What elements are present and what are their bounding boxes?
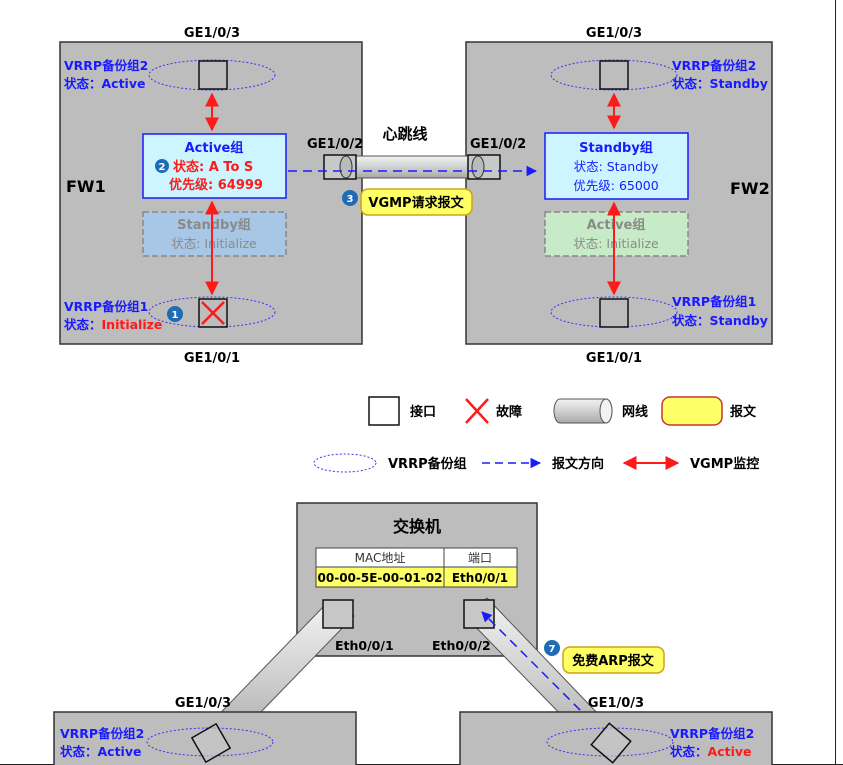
legend-direction-label: 报文方向	[552, 456, 604, 472]
bottom-right-vrrp-state-value: Active	[708, 744, 752, 759]
switch-title: 交换机	[393, 517, 441, 536]
legend-vrrp-label: VRRP备份组	[388, 456, 467, 472]
legend-message-label: 报文	[730, 404, 757, 420]
fw2-vrrp2-label: VRRP备份组2	[672, 58, 756, 73]
fw2-ge101-interface	[599, 298, 629, 328]
legend-cable-label: 网线	[622, 404, 648, 420]
fw1-active-group-priority: 优先级: 64999	[169, 177, 263, 193]
fw2-vrrp1-state: 状态：Standby	[672, 313, 768, 328]
legend-vrrp-icon	[313, 453, 377, 473]
fw2-vrrp1-ellipse	[550, 296, 678, 328]
fw1-standby-group-title: Standby组	[177, 217, 251, 233]
bottom-right-ge103-interface	[590, 722, 632, 764]
fw1-ge103-interface	[198, 60, 228, 90]
fw1-standby-group-state: 状态: Initialize	[171, 236, 257, 251]
legend-message-icon	[661, 396, 723, 426]
fw2-ge103-interface	[599, 60, 629, 90]
heartbeat-cable	[342, 155, 479, 179]
fw1-vrrp1-state: 状态：Initialize	[64, 317, 162, 332]
legend-fault-icon	[465, 398, 489, 424]
step-3-badge	[342, 190, 358, 206]
fw2-vrrp1-label: VRRP备份组1	[672, 294, 756, 309]
fw1-vrrp2-state: 状态：Active	[64, 76, 145, 91]
fw1-port-top: GE1/0/3	[184, 26, 240, 41]
fw2-vrrp2-state: 状态：Standby	[672, 76, 768, 91]
vgmp-request-label: VGMP请求报文	[368, 195, 464, 211]
fw1-vrrp1-state-prefix: 状态：	[64, 317, 102, 332]
fw2-standby-group-box	[544, 132, 689, 200]
legend-cable-end	[599, 398, 613, 424]
step-1-number: 1	[172, 310, 179, 321]
fw2-active-group-title: Active组	[587, 217, 646, 233]
fw2-port-top: GE1/0/3	[586, 26, 642, 41]
bottom-right-vrrp-state-prefix: 状态：	[670, 744, 708, 759]
fw2-standby-group-state: 状态: Standby	[574, 159, 659, 174]
bottom-left-ge103-interface	[190, 722, 232, 764]
mac-table-mac-value: 00-00-5E-00-01-02	[318, 571, 443, 585]
fw1-vrrp1-ellipse	[148, 296, 276, 328]
fw1-port-bottom: GE1/0/1	[184, 351, 240, 366]
legend-vgmp-label: VGMP监控	[690, 456, 759, 472]
mac-table-port-value: Eth0/0/1	[452, 571, 508, 585]
fw2-vrrp2-ellipse	[550, 59, 678, 91]
mac-table-col-port: 端口	[468, 551, 492, 565]
fw2-standby-group-priority: 优先级: 65000	[573, 178, 658, 193]
arp-message-label: 免费ARP报文	[572, 653, 655, 669]
bottom-left-vrrp-state: 状态：Active	[60, 744, 141, 759]
fw1-active-group-title: Active组	[185, 140, 244, 156]
switch-eth002-interface	[463, 599, 495, 629]
step-3-number: 3	[347, 194, 354, 205]
fw2-active-group-state: 状态: Initialize	[573, 236, 659, 251]
switch-right-port-label: Eth0/0/2	[432, 638, 491, 653]
switch-left-port-label: Eth0/0/1	[335, 638, 394, 653]
step-1-badge	[167, 306, 183, 322]
mac-table-col-mac: MAC地址	[355, 551, 406, 565]
fw2-port-bottom: GE1/0/1	[586, 351, 642, 366]
step-2-badge	[155, 159, 169, 173]
fw1-vrrp1-label: VRRP备份组1	[64, 299, 148, 314]
fw1-port-side: GE1/0/2	[307, 137, 363, 152]
bottom-right-vrrp-state: 状态：Active	[670, 744, 752, 759]
fw2-port-side: GE1/0/2	[470, 137, 526, 152]
fw2-label: FW2	[730, 179, 770, 198]
vgmp-request-message	[360, 188, 473, 216]
switch-eth001-interface	[322, 599, 354, 629]
arp-message	[562, 646, 665, 674]
fw2-cable-end	[471, 155, 485, 179]
bottom-right-port-label: GE1/0/3	[588, 696, 644, 711]
fw1-vrrp2-ellipse	[148, 59, 276, 91]
fw1-label: FW1	[66, 177, 106, 196]
fw1-vrrp1-state-value: Initialize	[102, 317, 163, 332]
legend-interface-icon	[368, 396, 400, 426]
fw1-ge101-interface	[198, 298, 228, 328]
step-2-number: 2	[159, 162, 166, 173]
fw1-active-group-state: 状态: A To S	[173, 159, 253, 175]
step-7-number: 7	[549, 644, 556, 655]
fw1-cable-end	[339, 155, 353, 179]
legend-fault-label: 故障	[496, 404, 522, 420]
mac-table-cell-port	[443, 566, 518, 588]
fault-x-icon	[201, 301, 225, 325]
heartbeat-label: 心跳线	[382, 125, 427, 143]
step-7-badge	[544, 640, 560, 656]
bottom-left-port-label: GE1/0/3	[175, 696, 231, 711]
bottom-left-vrrp-label: VRRP备份组2	[60, 726, 144, 741]
fw1-vrrp2-label: VRRP备份组2	[64, 58, 148, 73]
bottom-right-vrrp-label: VRRP备份组2	[670, 726, 754, 741]
legend-interface-label: 接口	[410, 404, 436, 420]
right-border-line	[835, 0, 836, 765]
fw2-standby-group-title: Standby组	[579, 140, 653, 156]
